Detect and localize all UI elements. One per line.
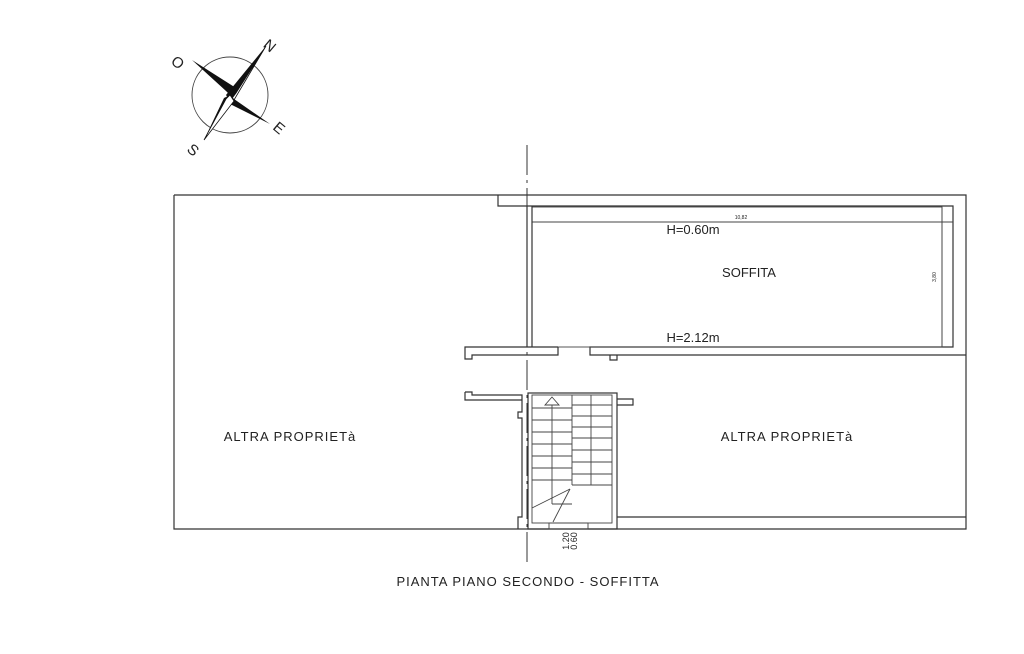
stair-dimension-2: 0.60 — [569, 532, 579, 550]
compass-east-label: E — [269, 119, 288, 138]
stair-dimension-1: 1.20 — [561, 532, 571, 550]
compass-south-label: S — [183, 141, 202, 160]
compass-west-label: O — [167, 53, 187, 74]
walls — [173, 194, 967, 530]
drawing-title: PIANTA PIANO SECONDO - SOFFITTA — [396, 574, 659, 589]
compass-rose-icon — [191, 45, 270, 141]
right-room-label: ALTRA PROPRIETà — [721, 429, 854, 444]
attic-label: SOFFITA — [722, 265, 776, 280]
attic-depth-dimension: 3,80 — [932, 272, 938, 282]
staircase — [531, 395, 612, 523]
attic-width-dimension: 10,82 — [735, 215, 748, 221]
left-room-label: ALTRA PROPRIETà — [224, 429, 357, 444]
attic-height-high: H=2.12m — [666, 330, 719, 345]
compass-north-label: N — [260, 36, 279, 56]
stair-direction-arrow-icon — [544, 396, 560, 406]
attic-height-low: H=0.60m — [666, 222, 719, 237]
